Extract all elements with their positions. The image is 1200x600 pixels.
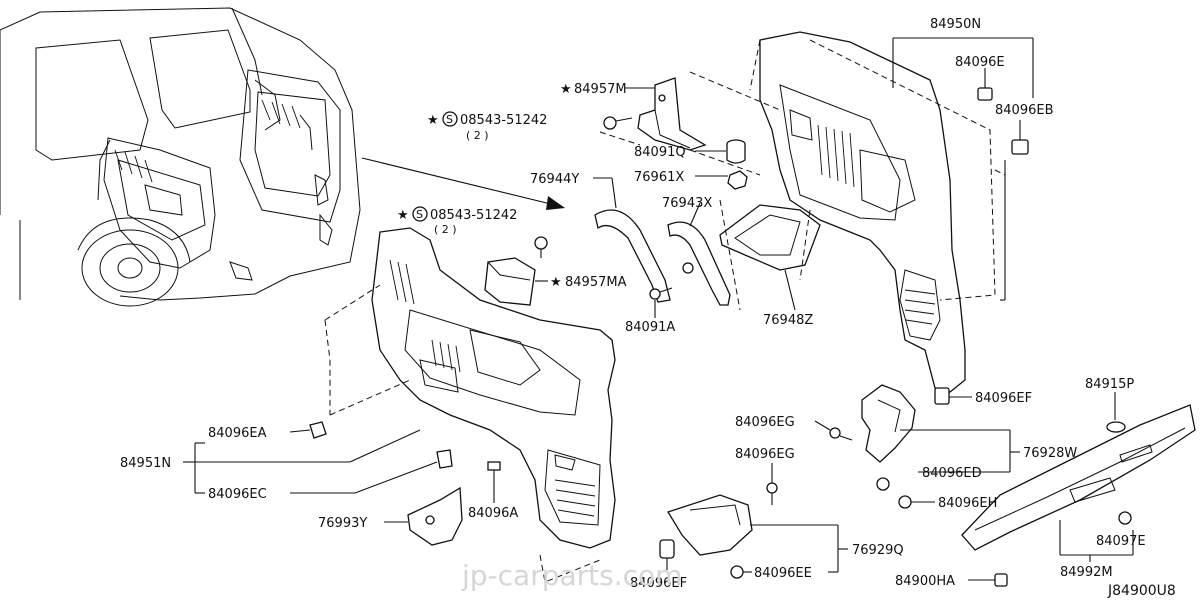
- s-mark-top: [442, 111, 458, 127]
- label-84096EA[interactable]: 84096EA: [208, 426, 267, 441]
- upper-bracket-84957M: [637, 77, 707, 151]
- star-08543-top: ★: [427, 113, 439, 128]
- clip-84096EE: [730, 565, 744, 579]
- lower-trim-panel-84951N: [324, 227, 616, 583]
- cover-76929Q: [667, 494, 753, 556]
- label-84915P[interactable]: 84915P: [1085, 377, 1134, 392]
- tray-76948Z: [719, 199, 821, 311]
- label-76948Z[interactable]: 76948Z: [763, 313, 813, 328]
- star-08543-mid: ★: [397, 208, 409, 223]
- van-rear-illustration: [0, 7, 565, 307]
- qty-top: ( 2 ): [466, 129, 489, 142]
- cap-84915P: [1106, 421, 1126, 433]
- diagram-code: J84900U8: [1107, 583, 1176, 599]
- label-84096EF-right[interactable]: 84096EF: [975, 391, 1032, 406]
- label-84957MA[interactable]: 84957MA: [565, 275, 627, 290]
- label-84951N[interactable]: 84951N: [120, 456, 171, 471]
- label-84096EG-lower[interactable]: 84096EG: [735, 447, 795, 462]
- label-84096ED[interactable]: 84096ED: [922, 466, 982, 481]
- qty-mid: ( 2 ): [434, 223, 457, 236]
- leader-lines: [183, 37, 1134, 581]
- label-76993Y[interactable]: 76993Y: [318, 516, 367, 531]
- label-84091A[interactable]: 84091A: [625, 320, 675, 335]
- s-mark-top-letter: S: [446, 113, 453, 126]
- cover-76928W: [861, 384, 916, 463]
- bracket-76993Y: [407, 486, 463, 546]
- mid-bolt-08543: [534, 236, 548, 258]
- clip-84900HA: [994, 573, 1008, 587]
- strap-76943X: [667, 221, 731, 306]
- label-76929Q[interactable]: 76929Q: [852, 543, 904, 558]
- part-labels: 84950N 84096E 84096EB ★ 84957M ★ S 08543…: [120, 17, 1146, 591]
- bolt-84091A: [649, 287, 673, 300]
- label-84091Q[interactable]: 84091Q: [634, 145, 686, 160]
- label-76944Y[interactable]: 76944Y: [530, 172, 579, 187]
- bracket-84957MA: [484, 257, 536, 306]
- label-84097E[interactable]: 84097E: [1096, 534, 1146, 549]
- label-84096A[interactable]: 84096A: [468, 506, 518, 521]
- label-84950N[interactable]: 84950N: [930, 17, 981, 32]
- nut-76961X: [727, 170, 748, 190]
- label-76928W[interactable]: 76928W: [1023, 446, 1077, 461]
- label-84096EG-upper[interactable]: 84096EG: [735, 415, 795, 430]
- star-84957M: ★: [560, 82, 572, 97]
- label-84096EC[interactable]: 84096EC: [208, 487, 267, 502]
- label-08543-51242-top[interactable]: 08543-51242: [460, 113, 547, 128]
- upper-trim-panel-84950N: [749, 31, 1029, 393]
- bolt-84096EG-upper: [829, 427, 853, 441]
- label-84096EH[interactable]: 84096EH: [938, 496, 997, 511]
- label-84900HA[interactable]: 84900HA: [895, 574, 955, 589]
- label-84096E[interactable]: 84096E: [955, 55, 1005, 70]
- clip-84096EF-right: [934, 387, 950, 405]
- sill-plate-84992M: [961, 404, 1196, 551]
- strap-76944Y: [594, 209, 671, 303]
- clip-84096ED: [876, 477, 890, 491]
- clip-84097E: [1118, 511, 1132, 525]
- clip-84096EA: [309, 421, 327, 439]
- star-84957MA: ★: [550, 275, 562, 290]
- watermark: jp-carparts.com: [461, 559, 682, 592]
- s-mark-mid: [412, 206, 428, 222]
- screw-84096A: [487, 461, 501, 495]
- upper-bolt-08543: [603, 116, 633, 130]
- clip-84096EH: [898, 495, 912, 509]
- label-84096EF-bottom[interactable]: 84096EF: [630, 576, 687, 591]
- label-84096EB[interactable]: 84096EB: [995, 103, 1054, 118]
- s-mark-mid-letter: S: [416, 208, 423, 221]
- clip-84096EC: [436, 449, 453, 469]
- clip-84096EF-bottom: [659, 539, 675, 559]
- cap-84091Q: [726, 139, 746, 164]
- label-08543-51242-mid[interactable]: 08543-51242: [430, 208, 517, 223]
- label-76943X[interactable]: 76943X: [662, 196, 712, 211]
- bolt-84096EG-lower: [766, 482, 778, 505]
- label-84096EE[interactable]: 84096EE: [754, 566, 812, 581]
- label-84992M[interactable]: 84992M: [1060, 565, 1113, 580]
- label-84957M[interactable]: 84957M: [574, 82, 627, 97]
- label-76961X[interactable]: 76961X: [634, 170, 684, 185]
